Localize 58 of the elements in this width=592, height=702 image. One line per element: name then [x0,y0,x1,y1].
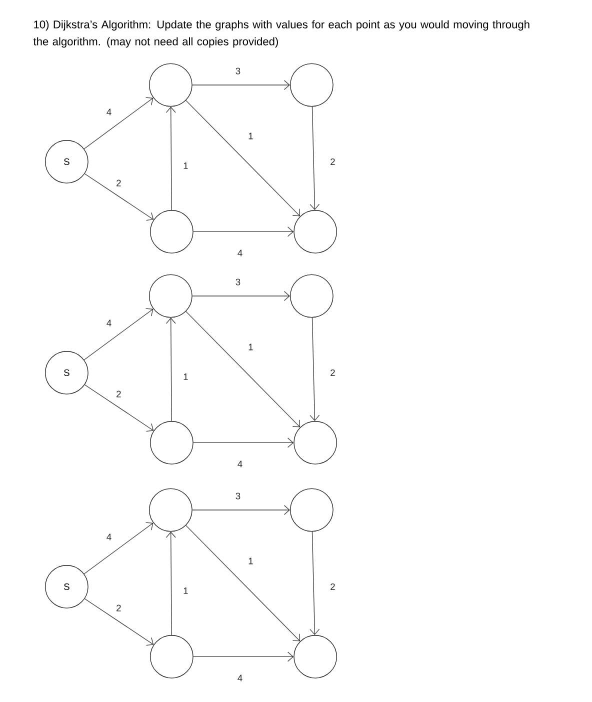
circle-node [294,210,337,254]
arrow [310,531,320,636]
arrow [84,598,154,646]
arrow [84,173,154,221]
edge-label: 2 [328,157,337,166]
circle-node [290,274,334,318]
edge-label: 2 [114,178,123,188]
circle-node: S [45,140,88,184]
edge-label: 2 [328,368,337,378]
edge-label: 1 [246,342,255,352]
edge-label: 1 [246,556,255,566]
arrow [192,80,290,90]
edge-label: 2 [114,603,123,613]
arrow [193,652,294,662]
edge-label: 1 [182,161,190,170]
arrow [166,532,176,636]
arrow [193,226,294,237]
circle-node [290,488,334,532]
circle-node [290,63,334,107]
arrow [192,291,290,301]
arrow [84,522,154,574]
question-text: 10) Dijkstra’s Algorithm: Update the graphs with values for each point as you would moving through the algorithm. (may not need all copies provided) [33,20,530,48]
edge-label: 3 [234,66,242,76]
edge-label: 3 [234,491,242,501]
edge-label: 1 [182,372,190,382]
arrow [84,308,154,360]
circle-node [149,488,192,532]
edge-label: 4 [236,673,244,683]
circle-node [149,274,192,318]
arrow [310,106,320,210]
circle-node [150,635,194,678]
circle-node: S [45,351,88,394]
edge-label: 3 [234,277,242,287]
arrow [186,100,300,216]
edge-label: 2 [114,389,123,399]
edge-label: 1 [182,586,190,596]
arrow [166,106,176,210]
edge-label: 2 [328,582,337,592]
edge-label: 1 [246,131,255,141]
arrow [84,384,154,432]
arrow [193,438,294,448]
circle-node [150,421,194,464]
arrow [310,317,320,422]
edge-label: 4 [105,532,113,542]
arrow [166,318,176,422]
edge-label: 4 [105,107,113,117]
circle-node [294,421,337,464]
arrow [186,525,300,642]
edge-label: 4 [236,248,244,258]
arrow [84,97,154,150]
arrow [192,505,290,515]
edge-label: 4 [236,459,244,469]
arrow [186,311,300,428]
edge-label: 4 [105,318,113,328]
circle-node [149,63,192,107]
circle-node [150,210,194,254]
circle-node: S [45,565,88,608]
circle-node [294,635,337,678]
